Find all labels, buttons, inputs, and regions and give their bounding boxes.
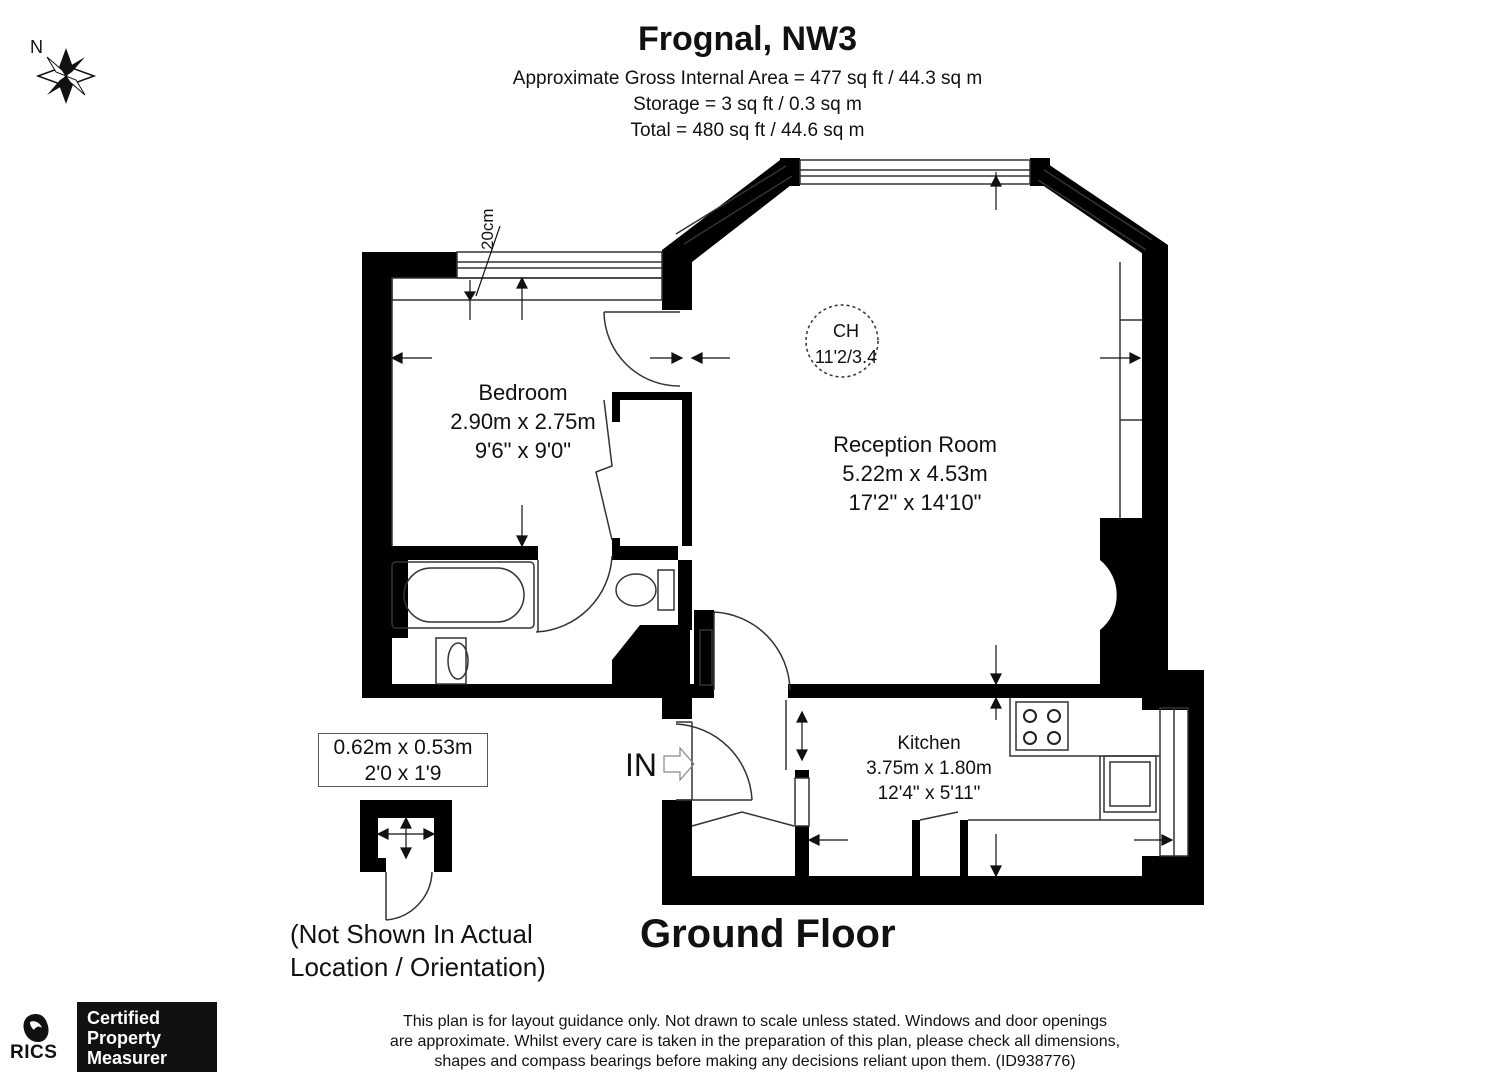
storage-dimensions-imperial: 2'0 x 1'9 [364, 762, 442, 785]
badge-line: Certified [87, 1008, 161, 1028]
room-dimensions-metric: 3.75m x 1.80m [866, 758, 992, 779]
room-label-kitchen: Kitchen 3.75m x 1.80m 12'4" x 5'11" [840, 731, 1018, 806]
rics-lion-icon [23, 1014, 49, 1042]
room-dimensions-metric: 5.22m x 4.53m [842, 461, 988, 486]
ceiling-height-label: CH 11'2/3.4 [800, 318, 892, 370]
badge-line: Measurer [87, 1048, 168, 1068]
plan-title: Frognal, NW3 [637, 20, 858, 58]
storage-dimensions-box: 0.62m x 0.53m 2'0 x 1'9 [318, 733, 488, 787]
floor-label: Ground Floor [640, 912, 896, 956]
room-dimensions-metric: 2.90m x 2.75m [450, 409, 596, 434]
certified-measurer-badge: Certified Property Measurer [77, 1002, 217, 1072]
storage-note-line: Location / Orientation) [290, 952, 546, 982]
gross-internal-area: Approximate Gross Internal Area = 477 sq… [512, 68, 983, 89]
room-dimensions-imperial: 12'4" x 5'11" [877, 783, 981, 804]
storage-dimensions-metric: 0.62m x 0.53m [333, 736, 473, 759]
disclaimer: This plan is for layout guidance only. N… [330, 1012, 1180, 1072]
room-dimensions-imperial: 17'2" x 14'10" [848, 490, 982, 515]
disclaimer-line: shapes and compass bearings before makin… [434, 1053, 1076, 1070]
hob-icon [1023, 709, 1061, 745]
disclaimer-line: This plan is for layout guidance only. N… [402, 1013, 1108, 1030]
entrance-label: IN [625, 747, 657, 783]
badge-line: Property [87, 1028, 162, 1048]
ceiling-height-title: CH [833, 321, 859, 341]
storage-note-line: (Not Shown In Actual [290, 919, 533, 949]
entrance-arrow-icon [663, 746, 695, 782]
wall-thickness-note: 20cm [478, 208, 497, 250]
rics-logo-text: RICS [10, 1042, 58, 1063]
walls [360, 158, 1204, 905]
room-name: Reception Room [833, 432, 997, 457]
compass-icon [35, 48, 97, 104]
compass-north-label: N [30, 37, 43, 57]
room-label-bedroom: Bedroom 2.90m x 2.75m 9'6" x 9'0" [422, 378, 624, 465]
storage-location-note: (Not Shown In Actual Location / Orientat… [290, 918, 546, 984]
room-dimensions-imperial: 9'6" x 9'0" [474, 438, 572, 463]
ceiling-height-value: 11'2/3.4 [814, 347, 878, 367]
disclaimer-line: are approximate. Whilst every care is ta… [389, 1033, 1121, 1050]
room-name: Kitchen [897, 733, 961, 754]
total-area: Total = 480 sq ft / 44.6 sq m [630, 120, 865, 141]
room-name: Bedroom [478, 380, 568, 405]
room-label-reception: Reception Room 5.22m x 4.53m 17'2" x 14'… [790, 430, 1040, 517]
storage-area: Storage = 3 sq ft / 0.3 sq m [633, 94, 862, 115]
